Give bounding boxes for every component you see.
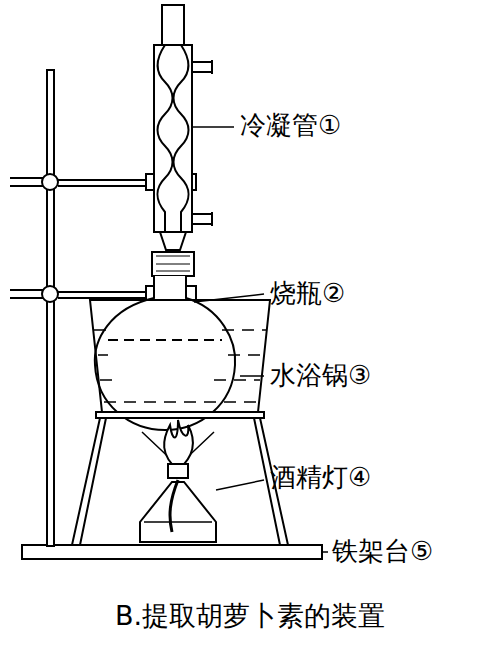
tripod — [72, 412, 288, 545]
part-label: 烧瓶② — [270, 278, 345, 309]
part-label: 铁架台⑤ — [332, 536, 433, 567]
stopper — [152, 252, 194, 276]
water-bath — [90, 300, 270, 412]
flask-liquid — [108, 339, 222, 341]
stand-base — [22, 545, 322, 559]
stopper-lines — [156, 256, 190, 271]
alcohol-lamp — [140, 420, 216, 542]
part-label: 酒精灯④ — [270, 462, 371, 493]
stand-rod — [47, 70, 54, 546]
caption: B.提取胡萝卜素的装置 — [115, 600, 385, 632]
part-label: 冷凝管① — [240, 110, 341, 141]
part-label: 水浴锅③ — [270, 360, 371, 391]
bath-water — [94, 330, 266, 402]
